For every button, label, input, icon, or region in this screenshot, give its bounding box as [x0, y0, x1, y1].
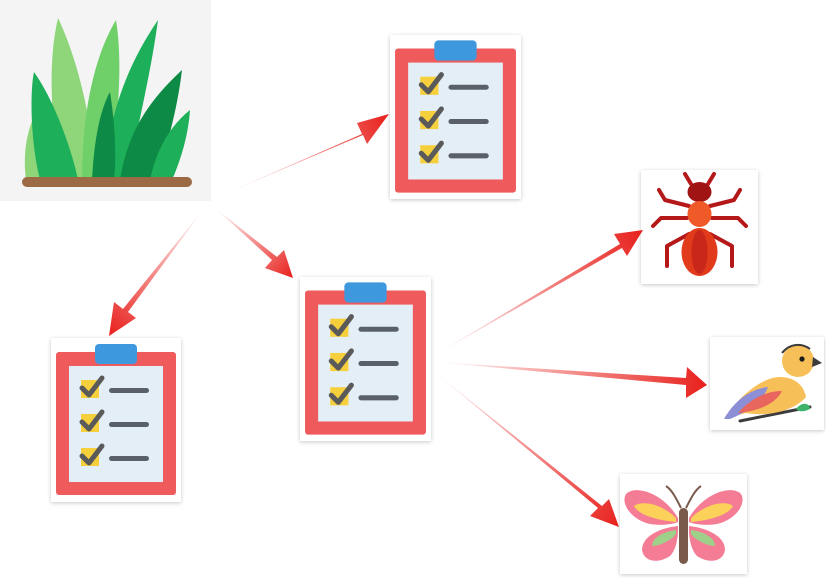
grass-icon	[22, 18, 192, 187]
arrow-checklist-to-butterfly	[432, 370, 619, 527]
grass-node	[0, 0, 211, 201]
bird-node	[710, 337, 824, 430]
bird-icon	[724, 343, 822, 423]
arrow-grass-to-checklist-left	[109, 210, 203, 336]
butterfly-node	[620, 474, 747, 574]
arrow-grass-to-checklist-center	[215, 208, 293, 278]
ant-node	[641, 170, 758, 284]
butterfly-icon	[624, 485, 743, 564]
checklist-node-left	[51, 338, 181, 502]
checklist-node-top	[390, 35, 521, 199]
arrow-checklist-to-ant	[435, 230, 643, 355]
arrow-checklist-to-bird	[435, 362, 707, 398]
checklist-node-center	[300, 277, 431, 441]
ant-icon	[651, 172, 748, 276]
arrow-grass-to-checklist-top	[222, 114, 389, 195]
